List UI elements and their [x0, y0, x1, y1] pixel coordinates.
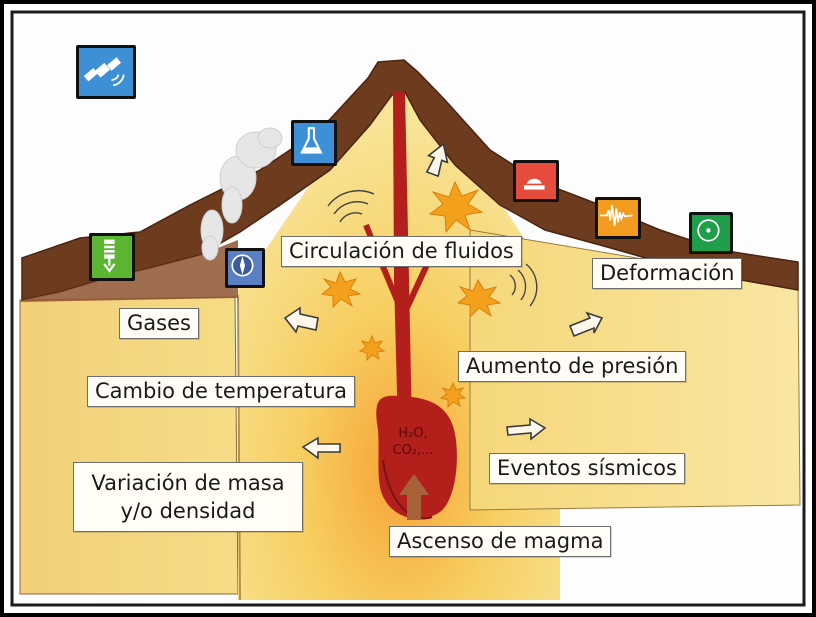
magma-chamber [376, 395, 457, 519]
label-deformacion: Deformación [592, 258, 743, 289]
label-ascenso-de-magma: Ascenso de magma [389, 526, 612, 557]
seismic-bursts [320, 180, 502, 409]
flask-icon [291, 120, 337, 166]
satellite-icon [76, 45, 136, 99]
seismometer-icon [513, 160, 559, 202]
label-masa-line2: y/o densidad [120, 499, 256, 523]
ascent-arrow [399, 474, 429, 520]
label-aumento-de-presion: Aumento de presión [458, 351, 687, 382]
label-eventos-sismicos: Eventos sísmicos [489, 453, 685, 484]
arrow-up-crater [425, 142, 449, 178]
volatiles-label: H₂O, CO₂,... [388, 425, 438, 459]
label-variacion-de-masa: Variación de masa y/o densidad [73, 462, 303, 532]
label-cambio-de-temperatura: Cambio de temperatura [87, 376, 356, 407]
volatiles-co2: CO₂,... [392, 443, 434, 458]
arrow-to-gases [283, 306, 319, 334]
left-crust-block [19, 296, 239, 595]
gps-target-icon [689, 212, 733, 254]
label-circulacion-de-fluidos: Circulación de fluidos [281, 236, 522, 267]
arrow-to-pressure [568, 311, 604, 338]
hollow-arrows [283, 142, 604, 460]
compass-icon [225, 248, 265, 288]
seismogram-icon [595, 197, 641, 239]
arrow-to-seismic [506, 417, 547, 441]
seismic-wave-arcs [327, 189, 538, 307]
steam-plumes [200, 127, 283, 261]
label-gases: Gases [119, 308, 199, 339]
volatiles-h2o: H₂O, [398, 426, 428, 441]
arrow-to-mass [301, 436, 341, 460]
gas-sensor-icon [89, 233, 135, 281]
label-masa-line1: Variación de masa [91, 471, 285, 495]
